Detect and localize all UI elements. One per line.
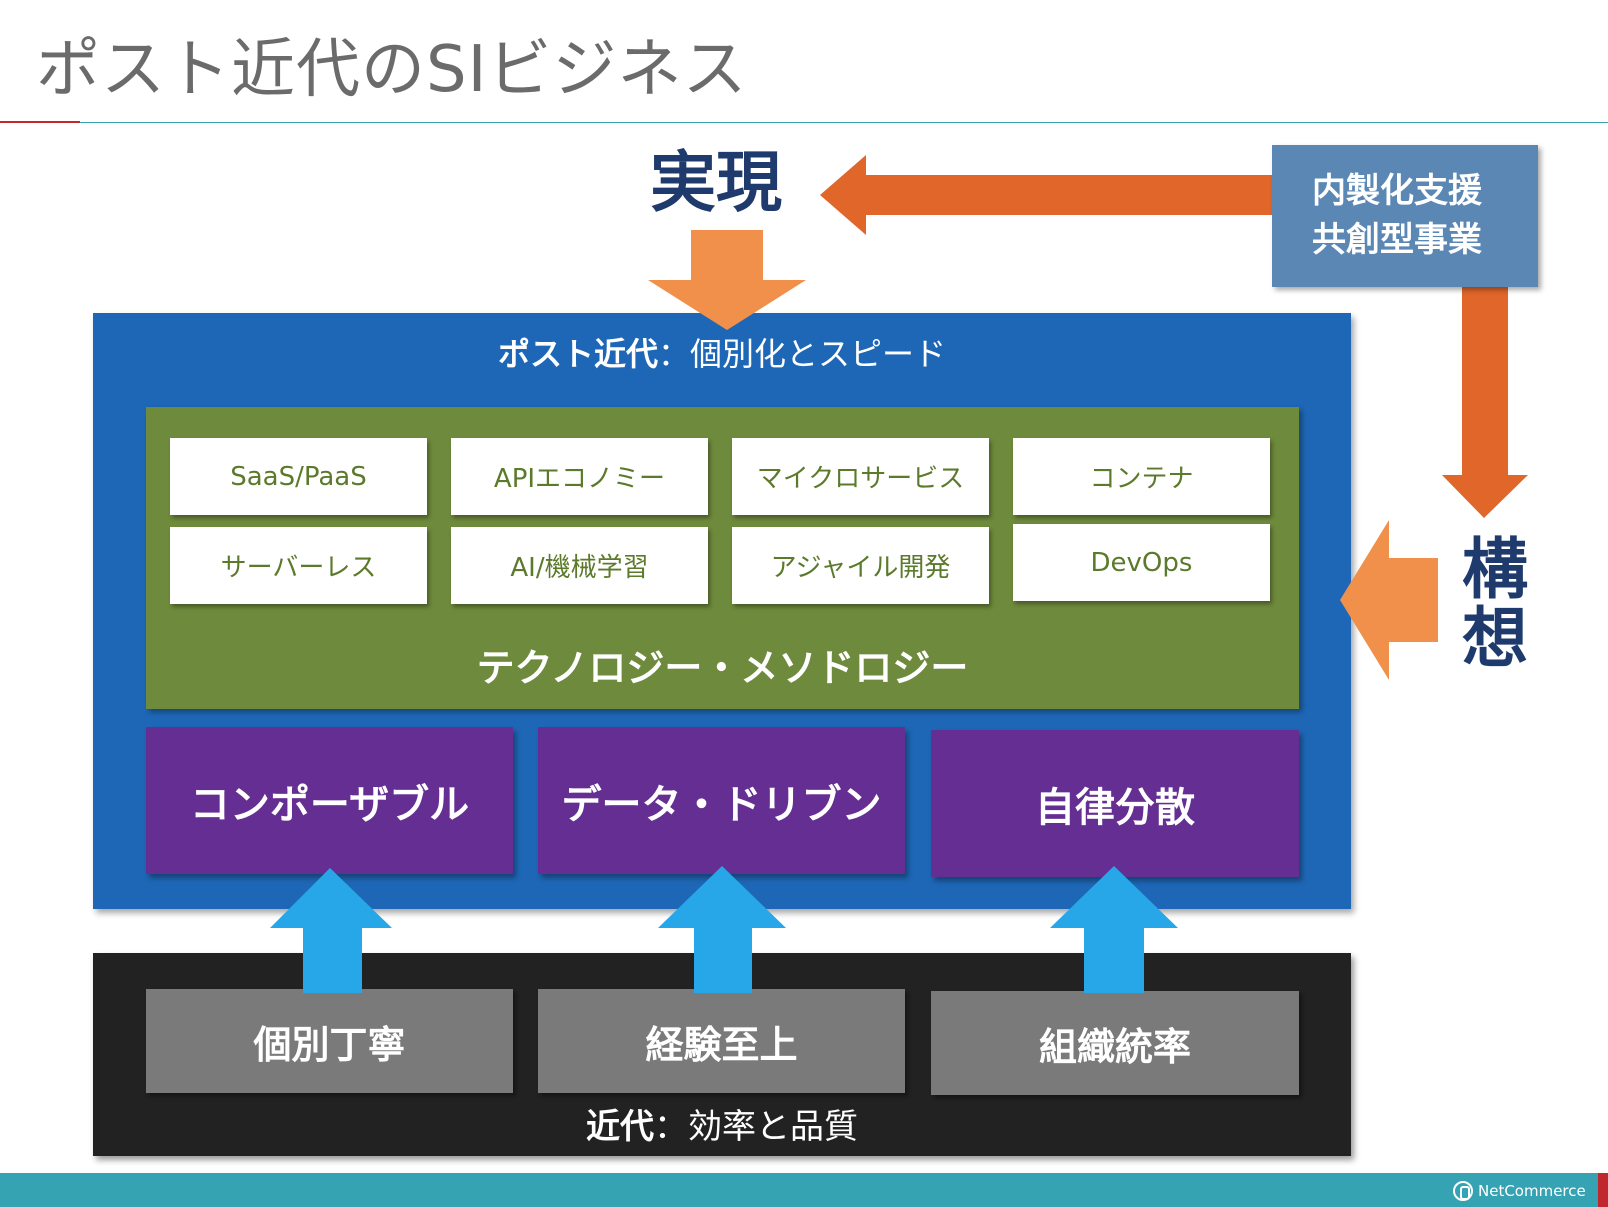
tech-item-ai-ml: AI/機械学習 [451,527,708,604]
principle-composable: コンポーザブル [146,727,513,874]
modern-item-individual-care: 個別丁寧 [146,989,513,1093]
concept-label-char-1: 構 [1462,531,1528,608]
arrow-support-to-kousou [1442,287,1528,518]
post-modern-heading-rest: ：個別化とスピード [658,335,947,373]
modern-heading-strong: 近代 [586,1107,654,1147]
footer-logo-text: NetCommerce [1478,1182,1586,1200]
modern-item-experience-first: 経験至上 [538,989,905,1093]
tech-item-api-economy: APIエコノミー [451,438,708,515]
concept-label: 構 想 [1455,535,1535,674]
tech-item-serverless: サーバーレス [170,527,427,604]
realization-label: 実現 [650,144,782,221]
title-underline [80,122,1608,123]
arrow-kousou-to-panel [1340,520,1438,680]
tech-item-saas-paas: SaaS/PaaS [170,438,427,515]
slide-title: ポスト近代のSIビジネス [36,33,748,107]
tech-item-devops: DevOps [1013,524,1270,601]
title-underline-accent [0,121,80,123]
principle-autonomous-distributed: 自律分散 [931,730,1299,877]
footer-logo: NetCommerce [1453,1181,1586,1201]
modern-item-organizational-control: 組織統率 [931,991,1299,1095]
netcommerce-logo-icon [1453,1181,1473,1201]
post-modern-heading: ポスト近代：個別化とスピード [93,335,1351,373]
technology-methodology-label: テクノロジー・メソドロジー [476,646,969,690]
modern-heading-rest: ：効率と品質 [654,1107,858,1147]
tech-item-microservices: マイクロサービス [732,438,989,515]
support-box: 内製化支援 共創型事業 [1272,145,1538,287]
concept-label-char-2: 想 [1462,600,1528,678]
arrow-support-to-jitsugen [820,155,1290,235]
post-modern-heading-strong: ポスト近代 [497,335,658,373]
support-line-1: 内製化支援 [1312,170,1482,211]
modern-heading: 近代：効率と品質 [93,1107,1351,1148]
footer-bar [0,1173,1608,1207]
support-line-2: 共創型事業 [1312,220,1482,260]
footer-accent [1598,1173,1608,1207]
principle-data-driven: データ・ドリブン [538,727,905,874]
tech-item-container: コンテナ [1013,438,1270,515]
tech-item-agile: アジャイル開発 [732,527,989,604]
